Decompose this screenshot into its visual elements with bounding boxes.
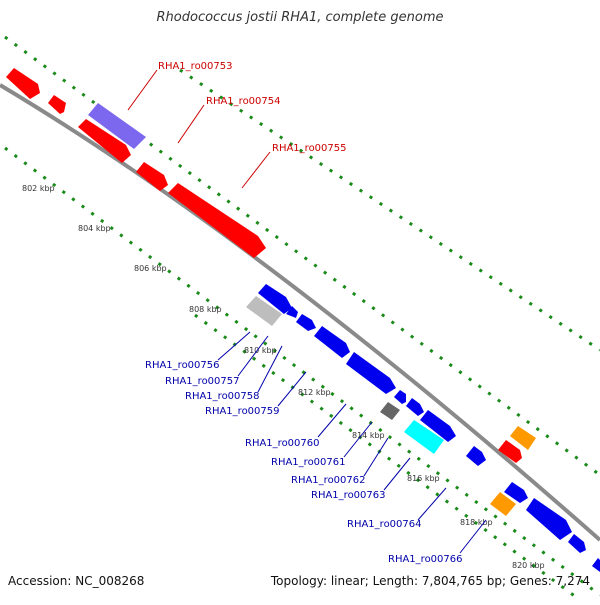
gene-arrow[interactable] [504, 482, 528, 503]
gene-arrow-ro00757[interactable] [286, 306, 298, 318]
gene-label-ro00758[interactable]: RHA1_ro00758 [185, 391, 260, 402]
leader-line [277, 371, 307, 407]
gene-arrow[interactable] [6, 68, 40, 99]
leader-line [343, 421, 373, 458]
gene-label-ro00764[interactable]: RHA1_ro00764 [347, 519, 422, 530]
gene-label-ro00753[interactable]: RHA1_ro00753 [158, 61, 233, 72]
gene-label-ro00759[interactable]: RHA1_ro00759 [205, 406, 280, 417]
gene-label-ro00760[interactable]: RHA1_ro00760 [245, 438, 320, 449]
ruler-track-outer-1 [4, 35, 600, 477]
leader-line [237, 335, 269, 377]
ruler-track-inner-1 [4, 146, 600, 597]
leader-line [363, 437, 389, 477]
gene-arrow[interactable] [136, 162, 168, 191]
ruler-label-820: 820 kbp [512, 561, 545, 570]
ruler-label-810: 810 kbp [244, 346, 277, 355]
gene-arrow-ro00753[interactable] [78, 119, 131, 163]
gene-arrow-ro00760[interactable] [346, 352, 396, 394]
leader-line [177, 104, 205, 144]
ruler-label-806: 806 kbp [134, 264, 167, 273]
gene-label-ro00755[interactable]: RHA1_ro00755 [272, 143, 347, 154]
gene-arrow-ro00756[interactable] [246, 296, 282, 326]
gene-arrow-ro00755[interactable] [168, 183, 266, 258]
accession-text: Accession: NC_008268 [8, 574, 145, 588]
gene-arrow[interactable] [510, 426, 536, 450]
ruler-label-802: 802 kbp [22, 184, 55, 193]
gene-arrow[interactable] [568, 534, 586, 553]
gene-arrow[interactable] [258, 284, 292, 314]
gene-arrow[interactable] [394, 390, 406, 404]
gene-label-ro00766[interactable]: RHA1_ro00766 [388, 554, 463, 565]
leader-line [417, 487, 447, 521]
genome-summary-text: Topology: linear; Length: 7,804,765 bp; … [270, 574, 590, 588]
ruler-label-812: 812 kbp [298, 388, 331, 397]
ruler-label-816: 816 kbp [407, 474, 440, 483]
gene-labels: RHA1_ro00753 RHA1_ro00754 RHA1_ro00755 R… [145, 61, 463, 565]
ruler-label-818: 818 kbp [460, 518, 493, 527]
leader-line [459, 519, 487, 554]
leader-line [257, 345, 283, 393]
gene-label-ro00756[interactable]: RHA1_ro00756 [145, 360, 220, 371]
ruler-label-808: 808 kbp [189, 305, 222, 314]
gene-label-ro00757[interactable]: RHA1_ro00757 [165, 376, 240, 387]
gene-arrow-ro00759[interactable] [314, 326, 350, 358]
leader-line [317, 403, 347, 438]
gene-arrow[interactable] [48, 95, 66, 114]
leader-line [383, 457, 411, 491]
ruler-label-804: 804 kbp [78, 224, 111, 233]
gene-label-ro00761[interactable]: RHA1_ro00761 [271, 457, 346, 468]
map-title: Rhodococcus jostii RHA1, complete genome [156, 10, 444, 25]
genome-backbone [0, 83, 600, 542]
gene-label-ro00763[interactable]: RHA1_ro00763 [311, 490, 386, 501]
gene-arrow[interactable] [592, 558, 600, 572]
gene-features [6, 68, 600, 572]
ruler-tracks [4, 35, 600, 602]
gene-arrow-ro00758[interactable] [296, 314, 316, 331]
gene-arrow-ro00764[interactable] [466, 446, 486, 466]
ruler-labels: 802 kbp 804 kbp 806 kbp 808 kbp 810 kbp … [22, 184, 545, 570]
gene-label-ro00754[interactable]: RHA1_ro00754 [206, 96, 281, 107]
gene-arrow-ro00761[interactable] [380, 402, 400, 420]
gene-arrow-ro00754[interactable] [88, 103, 146, 149]
label-leaders [127, 69, 487, 554]
leader-line [217, 331, 251, 361]
gene-arrow-ro00766[interactable] [490, 492, 516, 516]
leader-line [241, 151, 271, 189]
ruler-label-814: 814 kbp [352, 431, 385, 440]
gene-arrow-ro00762[interactable] [406, 398, 424, 416]
gene-arrow[interactable] [526, 498, 572, 540]
gene-label-ro00762[interactable]: RHA1_ro00762 [291, 475, 366, 486]
gene-arrow-ro00763[interactable] [404, 420, 444, 454]
gene-arrow[interactable] [420, 410, 456, 442]
ruler-track-outer-2 [179, 68, 600, 352]
leader-line [127, 69, 158, 111]
gene-arrow[interactable] [498, 440, 522, 463]
